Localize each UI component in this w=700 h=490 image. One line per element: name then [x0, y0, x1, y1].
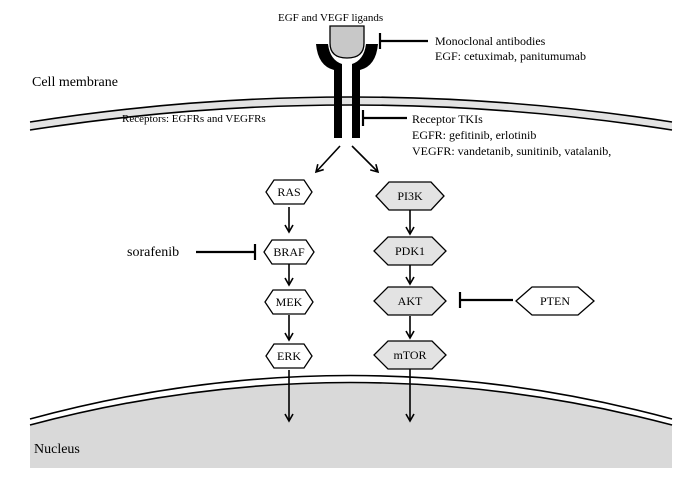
- cell-membrane: [29, 96, 673, 131]
- node-pi3k: PI3K: [375, 181, 445, 211]
- svg-text:RAS: RAS: [277, 185, 300, 199]
- node-akt: AKT: [373, 286, 447, 316]
- arrow-to-ras: [314, 145, 341, 174]
- node-pten: PTEN: [515, 286, 595, 316]
- svg-text:mTOR: mTOR: [393, 348, 426, 362]
- svg-text:ERK: ERK: [277, 349, 301, 363]
- tki-title: Receptor TKIs: [412, 112, 483, 126]
- node-ras: RAS: [265, 179, 313, 205]
- sorafenib-label: sorafenib: [127, 245, 179, 260]
- cell-membrane-label: Cell membrane: [32, 75, 118, 90]
- pten-inhibitor: [458, 292, 513, 308]
- svg-text:BRAF: BRAF: [273, 245, 305, 259]
- receptor-icon: [316, 44, 378, 138]
- svg-text:PI3K: PI3K: [397, 189, 423, 203]
- svg-text:MEK: MEK: [276, 295, 303, 309]
- ligand-icon: [329, 25, 365, 59]
- tki-vegfr: VEGFR: vandetanib, sunitinib, vatalanib,: [412, 144, 611, 158]
- arrow-to-pi3k: [351, 145, 380, 174]
- svg-text:PTEN: PTEN: [540, 294, 570, 308]
- tki-egfr: EGFR: gefitinib, erlotinib: [412, 128, 536, 142]
- ligands-label: EGF and VEGF ligands: [278, 12, 383, 24]
- antibody-inhibitor: [378, 33, 428, 49]
- tki-inhibitor: [361, 110, 407, 126]
- svg-text:PDK1: PDK1: [395, 244, 425, 258]
- receptors-label: Receptors: EGFRs and VEGFRs: [122, 113, 266, 125]
- node-mtor: mTOR: [373, 340, 447, 370]
- node-pdk1: PDK1: [373, 236, 447, 266]
- nucleus-shape: [29, 374, 673, 468]
- antibodies-drugs: EGF: cetuximab, panitumumab: [435, 49, 586, 63]
- sorafenib-inhibitor: [196, 244, 257, 260]
- nucleus-label: Nucleus: [34, 442, 80, 457]
- svg-text:AKT: AKT: [398, 294, 423, 308]
- node-braf: BRAF: [263, 239, 315, 265]
- node-mek: MEK: [264, 289, 314, 315]
- antibodies-title: Monoclonal antibodies: [435, 34, 546, 48]
- node-erk: ERK: [265, 343, 313, 369]
